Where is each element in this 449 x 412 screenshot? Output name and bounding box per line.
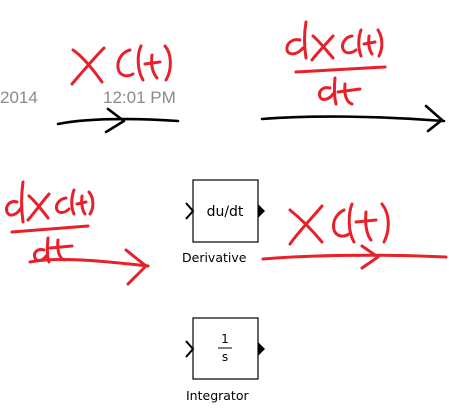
derivative-input-port: [185, 202, 195, 220]
derivative-block[interactable]: du/dt: [185, 179, 265, 243]
handwritten-dxdt-top: [285, 20, 387, 106]
timestamp-date: 2014: [0, 88, 38, 107]
handwritten-dxdt-left: [5, 180, 150, 286]
arrow-x-of-t-right: [261, 244, 448, 270]
integrator-input-port: [185, 340, 195, 358]
handwritten-x-of-t-top: [70, 44, 172, 86]
derivative-output-port: [258, 204, 265, 218]
derivative-symbol: du/dt: [207, 204, 244, 220]
derivative-box[interactable]: [192, 179, 259, 243]
integrator-block[interactable]: 1 s: [185, 317, 265, 380]
integrator-output-port: [258, 342, 265, 356]
timestamp-time: 12:01 PM: [103, 88, 176, 107]
integrator-denominator: s: [222, 350, 228, 364]
integrator-numerator: 1: [221, 332, 229, 346]
arrow-dxdt-top: [260, 104, 446, 133]
derivative-label: Derivative: [182, 250, 247, 265]
integrator-label: Integrator: [186, 388, 249, 403]
arrow-x-of-t-top: [56, 107, 180, 134]
handwritten-x-of-t-right: [288, 202, 390, 246]
